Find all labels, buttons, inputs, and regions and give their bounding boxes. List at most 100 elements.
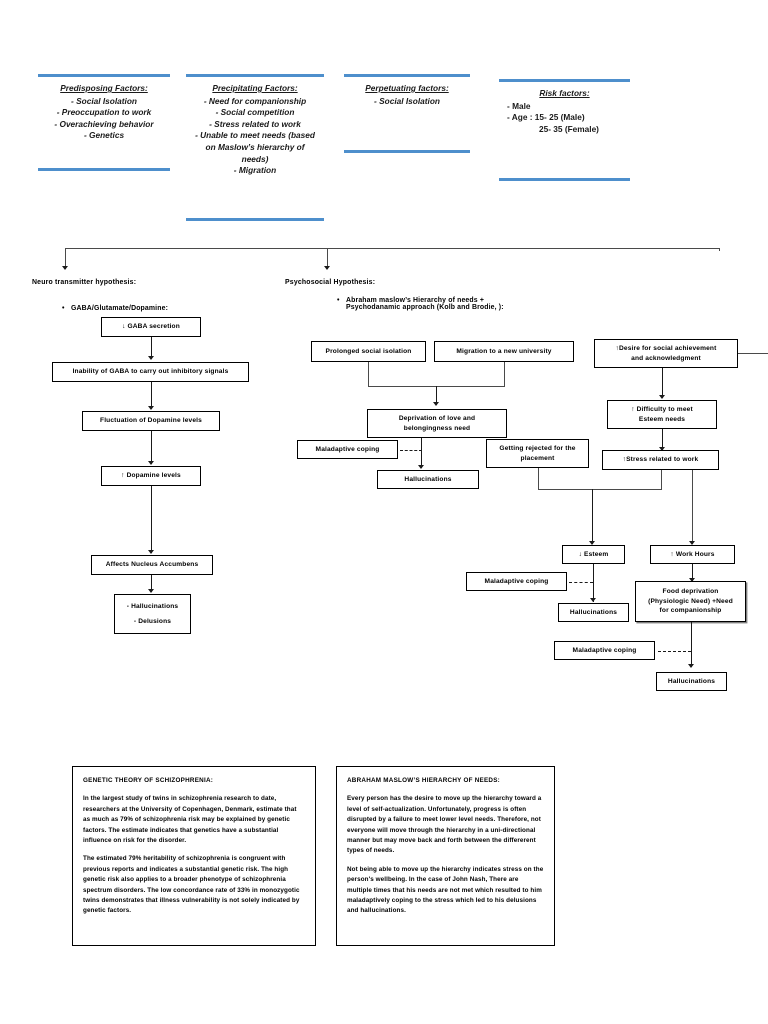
node-dopamine-fluctuation: Fluctuation of Dopamine levels xyxy=(82,411,220,431)
bullet-dot-icon: • xyxy=(62,305,65,312)
node-label: Migration to a new university xyxy=(456,347,552,355)
node-deprivation-love-belonging: Deprivation of love and belongingness ne… xyxy=(367,409,507,438)
arrowhead xyxy=(148,461,154,465)
psychosocial-hypothesis-header: Psychosocial Hypothesis: xyxy=(285,279,376,286)
panel-line: - Unable to meet needs (based xyxy=(195,130,315,141)
node-label: ↑Stress related to work xyxy=(622,456,699,464)
arrowhead xyxy=(659,395,665,399)
arrowhead xyxy=(148,406,154,410)
arrowhead-psychosocial xyxy=(324,266,330,270)
node-hallucinations-delusions: - Hallucinations - Delusions xyxy=(114,594,191,634)
dashed-connector-coping-3 xyxy=(658,651,691,652)
node-label-line2: placement xyxy=(520,454,555,462)
psychosocial-hypothesis-bullet: • Abraham maslow’s Hierarchy of needs + P… xyxy=(337,297,504,311)
bullet-text: GABA/Glutamate/Dopamine: xyxy=(71,305,169,312)
node-esteem-down: ↓ Esteem xyxy=(562,545,625,564)
node-label-line2: and acknowledgment xyxy=(631,354,701,362)
node-label-hallucinations: - Hallucinations xyxy=(126,603,179,610)
node-label: Maladaptive coping xyxy=(315,445,380,453)
node-nucleus-accumbens: Affects Nucleus Accumbens xyxy=(91,555,213,575)
connector-stress-to-work-hours xyxy=(692,470,694,544)
node-label: Hallucinations xyxy=(569,608,618,616)
node-hallucinations-2: Hallucinations xyxy=(558,603,629,622)
node-dopamine-levels: ↑ Dopamine levels xyxy=(101,466,201,486)
panel-line: - Male xyxy=(507,100,531,111)
connector-isolation-down xyxy=(368,362,370,386)
bus-drop-right xyxy=(719,248,721,251)
panel-line: - Overachieving behavior xyxy=(54,118,154,129)
node-migration-university: Migration to a new university xyxy=(434,341,574,362)
accent-bar-bottom xyxy=(344,150,470,153)
connector-deprivation-to-hallucinations xyxy=(421,438,423,468)
connector-migration-down xyxy=(504,362,506,386)
accent-bar-bottom xyxy=(38,168,170,171)
node-label-line1: ↑Desire for social achievement xyxy=(615,345,717,352)
arrowhead xyxy=(418,465,424,469)
textbox-paragraph: The estimated 79% heritability of schizo… xyxy=(83,855,300,915)
node-label: Maladaptive coping xyxy=(484,577,549,585)
bullet-text-line1: Abraham maslow’s Hierarchy of needs + xyxy=(346,297,484,304)
node-label: Fluctuation of Dopamine levels xyxy=(100,417,202,425)
node-label: ↑ Work Hours xyxy=(670,550,715,558)
bullet-dot-icon: • xyxy=(337,297,340,304)
arrowhead xyxy=(688,664,694,668)
connector-merge-to-esteem xyxy=(592,489,594,544)
connector-inability-to-fluctuation xyxy=(151,382,153,409)
node-label: Prolonged social isolation xyxy=(325,347,412,355)
accent-bar-top xyxy=(499,79,630,82)
panel-title: Precipitating Factors: xyxy=(212,83,298,93)
panel-line: - Social competition xyxy=(215,107,295,118)
connector-desire-to-difficulty xyxy=(662,368,664,398)
arrowhead xyxy=(689,578,695,582)
accent-bar-bottom xyxy=(186,218,324,221)
accent-bar-bottom xyxy=(499,178,630,181)
panel-line: - Preoccupation to work xyxy=(56,107,152,118)
node-maladaptive-coping-2: Maladaptive coping xyxy=(466,572,567,591)
node-hallucinations-3: Hallucinations xyxy=(656,672,727,691)
panel-risk-factors: Risk factors: - Male - Age : 15- 25 (Mal… xyxy=(499,79,630,183)
connector-desire-to-right-edge xyxy=(738,353,768,355)
panel-precipitating-factors: Precipitating Factors: - Need for compan… xyxy=(186,74,324,224)
node-label-line2: Esteem needs xyxy=(638,415,686,423)
accent-bar-top xyxy=(344,74,470,77)
textbox-paragraph: In the largest study of twins in schizop… xyxy=(83,795,297,845)
panel-title: Predisposing Factors: xyxy=(60,83,148,93)
connector-merge-to-deprivation xyxy=(436,386,438,405)
node-stress-related-to-work: ↑Stress related to work xyxy=(602,450,719,470)
panel-line: - Need for companionship xyxy=(203,95,307,106)
node-prolonged-social-isolation: Prolonged social isolation xyxy=(311,341,426,362)
accent-bar-top xyxy=(38,74,170,77)
node-maladaptive-coping-3: Maladaptive coping xyxy=(554,641,655,660)
neuro-hypothesis-bullet: • GABA/Glutamate/Dopamine: xyxy=(62,305,168,312)
arrowhead xyxy=(148,356,154,360)
bullet-text-line2: Psychodanamic approach (Kolb and Brodie,… xyxy=(346,304,504,311)
dashed-connector-coping-1 xyxy=(400,450,422,451)
panel-predisposing-factors: Predisposing Factors: - Social Isolation… xyxy=(38,74,170,174)
panel-line: - Social Isolation xyxy=(71,95,137,106)
node-desire-social-achievement: ↑Desire for social achievement and ackno… xyxy=(594,339,738,368)
textbox-paragraph: Not being able to move up the hierarchy … xyxy=(347,865,544,915)
textbox-paragraph: Every person has the desire to move up t… xyxy=(347,795,542,855)
panel-line: needs) xyxy=(241,153,269,164)
node-maladaptive-coping-1: Maladaptive coping xyxy=(297,440,398,459)
bus-horizontal-line xyxy=(65,248,720,250)
node-label-line1: ↑ Difficulty to meet xyxy=(631,406,693,413)
accent-bar-top xyxy=(186,74,324,77)
arrowhead xyxy=(659,447,665,451)
arrowhead xyxy=(148,550,154,554)
node-label-line3: for companionship xyxy=(659,607,722,615)
connector-levels-to-accumbens xyxy=(151,486,153,553)
arrowhead xyxy=(589,541,595,545)
textbox-title: GENETIC THEORY OF SCHIZOPHRENIA: xyxy=(83,777,214,784)
connector-esteem-to-hallucinations-2 xyxy=(593,564,595,602)
connector-accumbens-to-symptoms xyxy=(151,575,153,592)
node-gaba-secretion: ↓ GABA secretion xyxy=(101,317,201,337)
node-label: Hallucinations xyxy=(404,475,452,483)
textbox-maslow-hierarchy: ABRAHAM MASLOW’S HIERARCHY OF NEEDS: Eve… xyxy=(336,766,555,946)
panel-line: - Stress related to work xyxy=(209,118,301,129)
node-label: ↑ Dopamine levels xyxy=(121,472,181,480)
panel-line: on Maslow’s hierarchy of xyxy=(205,141,305,152)
panel-perpetuating-factors: Perpetuating factors: - Social Isolation xyxy=(344,74,470,156)
node-label: Hallucinations xyxy=(667,677,716,685)
